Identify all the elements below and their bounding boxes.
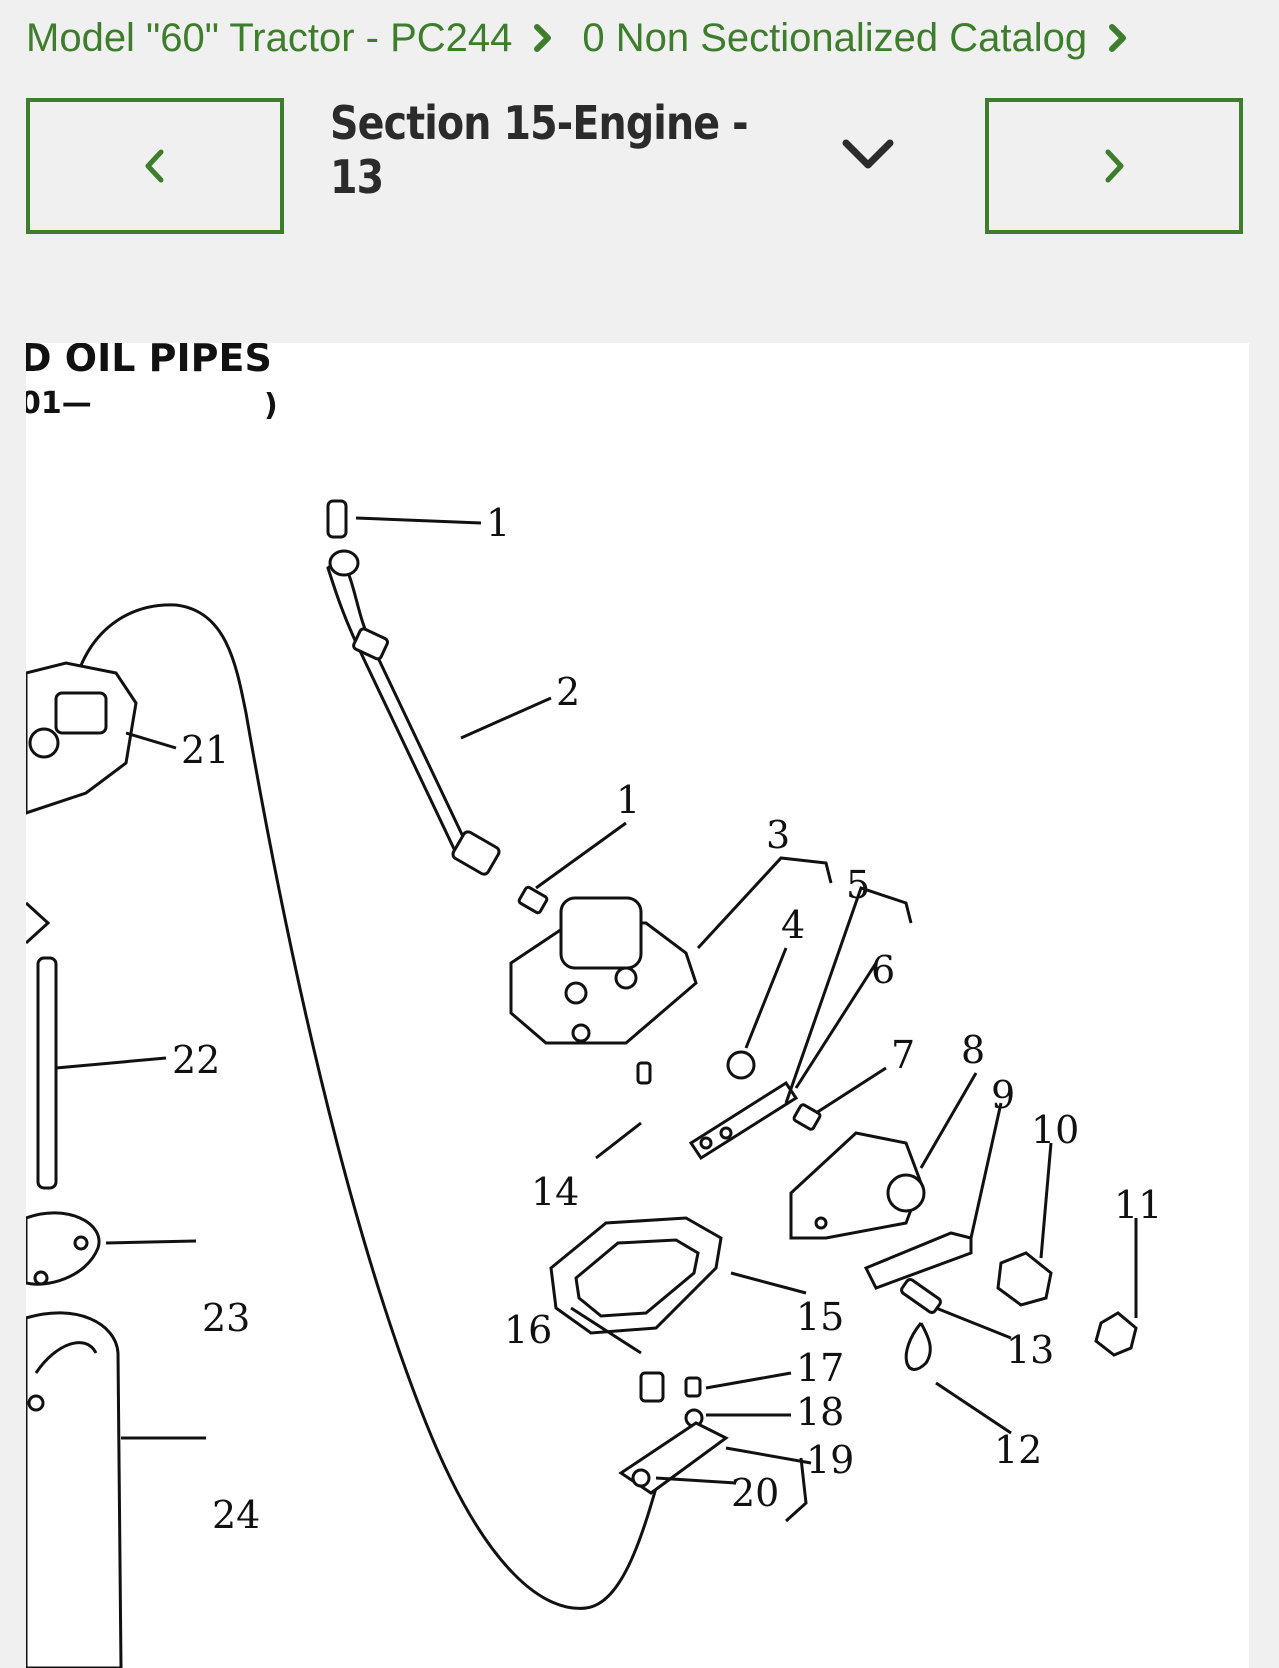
part-10 bbox=[996, 1251, 1053, 1307]
diagram-header: D OIL PIPES bbox=[26, 343, 272, 380]
callout-14: 14 bbox=[531, 1170, 579, 1214]
callout-10: 10 bbox=[1031, 1108, 1079, 1152]
callout-5: 5 bbox=[846, 863, 870, 907]
breadcrumb-item-model[interactable]: Model "60" Tractor - PC244 bbox=[26, 16, 512, 61]
breadcrumb-label: 0 Non Sectionalized Catalog bbox=[582, 15, 1088, 60]
part-23-hole bbox=[73, 1235, 89, 1251]
callout-8: 8 bbox=[961, 1028, 985, 1072]
callout-3: 3 bbox=[766, 813, 790, 857]
callout-11: 11 bbox=[1114, 1183, 1162, 1227]
part-2-nut bbox=[328, 549, 360, 577]
callout-12: 12 bbox=[994, 1428, 1042, 1472]
chevron-right-icon bbox=[1105, 149, 1124, 183]
part-11 bbox=[1094, 1311, 1138, 1357]
callout-9: 9 bbox=[991, 1073, 1015, 1117]
diagram-subheader-paren: ) bbox=[264, 388, 278, 423]
chevron-right-icon bbox=[1109, 24, 1127, 52]
chevron-left-icon bbox=[145, 149, 164, 183]
callout-19: 19 bbox=[806, 1438, 854, 1482]
part-20 bbox=[631, 1468, 651, 1488]
part-22 bbox=[36, 956, 58, 1190]
part-7 bbox=[792, 1103, 822, 1131]
callout-20: 20 bbox=[731, 1471, 779, 1515]
parts-diagram[interactable]: D OIL PIPES 01— ) bbox=[26, 343, 1249, 1668]
callout-24: 24 bbox=[212, 1493, 260, 1537]
part-1-fitting bbox=[326, 499, 348, 539]
section-title: Section 15-Engine - 13 bbox=[330, 96, 749, 204]
parts-diagram-drawing: D OIL PIPES 01— ) bbox=[26, 343, 1162, 1668]
part-15-inner bbox=[574, 1238, 700, 1318]
callout-1: 1 bbox=[486, 501, 510, 545]
part-8-boss bbox=[886, 1173, 926, 1213]
diagram-subheader: 01— bbox=[26, 386, 92, 421]
section-dropdown[interactable]: Section 15-Engine - 13 bbox=[330, 96, 894, 204]
part-2-pipe bbox=[326, 555, 468, 856]
chevron-right-icon bbox=[534, 24, 552, 52]
callout-7: 7 bbox=[891, 1033, 915, 1077]
callout-21: 21 bbox=[181, 728, 229, 772]
part-23-hole bbox=[33, 1270, 49, 1286]
part-9-arm bbox=[863, 1231, 973, 1290]
part-24 bbox=[26, 1311, 123, 1668]
part-21-plate bbox=[54, 691, 108, 735]
part-5-bracket bbox=[688, 1080, 799, 1161]
part-5-hole bbox=[699, 1136, 713, 1150]
part-14 bbox=[636, 1061, 652, 1085]
callout-4: 4 bbox=[781, 903, 805, 947]
part-12 bbox=[904, 1322, 932, 1371]
callout-1b: 1 bbox=[616, 778, 640, 822]
part-13 bbox=[900, 1278, 942, 1314]
part-2-end bbox=[451, 830, 501, 876]
part-22-tip bbox=[26, 901, 51, 945]
part-15-gasket bbox=[549, 1216, 723, 1335]
part-3-top bbox=[559, 896, 643, 970]
previous-page-button[interactable] bbox=[26, 98, 284, 234]
part-16 bbox=[639, 1371, 665, 1403]
breadcrumb-item-catalog[interactable]: 0 Non Sectionalized Catalog bbox=[582, 16, 1087, 61]
oil-line bbox=[76, 603, 668, 1610]
part-4 bbox=[726, 1050, 756, 1080]
part-3-hole bbox=[614, 966, 638, 990]
part-24-hole bbox=[27, 1394, 45, 1412]
callout-23: 23 bbox=[202, 1296, 250, 1340]
leader-lines bbox=[55, 516, 1138, 1523]
part-3-hole bbox=[571, 1023, 591, 1043]
breadcrumb: Model "60" Tractor - PC244 0 Non Section… bbox=[26, 8, 1259, 68]
chevron-down-icon bbox=[842, 139, 894, 169]
next-page-button[interactable] bbox=[985, 98, 1243, 234]
callout-17: 17 bbox=[796, 1346, 844, 1390]
callout-6: 6 bbox=[871, 948, 895, 992]
callout-15: 15 bbox=[796, 1295, 844, 1339]
part-17 bbox=[684, 1376, 702, 1398]
part-3-hole bbox=[564, 981, 588, 1005]
callout-13: 13 bbox=[1006, 1328, 1054, 1372]
part-1-fitting-b bbox=[517, 885, 549, 915]
part-5-hole bbox=[719, 1126, 733, 1140]
part-24-handle bbox=[34, 1341, 98, 1374]
callout-18: 18 bbox=[796, 1390, 844, 1434]
callout-16: 16 bbox=[504, 1308, 552, 1352]
part-2-clamp bbox=[352, 627, 390, 661]
breadcrumb-label: Model "60" Tractor - PC244 bbox=[26, 15, 513, 60]
part-8-hole bbox=[814, 1216, 828, 1230]
callout-2: 2 bbox=[556, 670, 580, 714]
part-21-cap bbox=[28, 727, 60, 759]
callout-22: 22 bbox=[172, 1038, 220, 1082]
